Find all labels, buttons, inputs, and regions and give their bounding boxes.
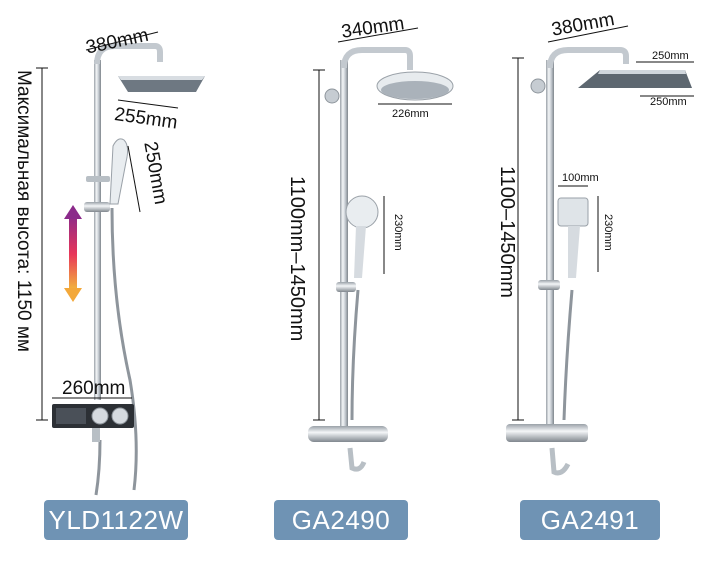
handheld-width-ga2491: 100mm — [562, 172, 599, 184]
max-height-label: Максимальная высота: 1150 мм — [13, 70, 34, 352]
head-dimension-b-ga2491: 250mm — [650, 96, 687, 108]
model-badge-yld1122w: YLD1122W — [44, 500, 188, 540]
handheld-dimension-ga2490: 230mm — [392, 214, 404, 251]
shower-system-ga2490 — [308, 27, 454, 472]
model-badge-ga2490: GA2490 — [274, 500, 408, 540]
head-dimension-a-ga2491: 250mm — [652, 50, 689, 62]
shower-system-yld1122w — [36, 31, 205, 496]
handheld-height-ga2491: 230mm — [602, 214, 614, 251]
shower-system-ga2491 — [506, 25, 694, 476]
model-badge-ga2491: GA2491 — [520, 500, 660, 540]
height-range-ga2490: 1100mm–1450mm — [286, 176, 308, 342]
height-range-ga2491: 1100–1450mm — [496, 166, 518, 298]
thermostat-dimension: 260mm — [62, 378, 126, 399]
head-dimension-ga2490: 226mm — [392, 108, 429, 120]
